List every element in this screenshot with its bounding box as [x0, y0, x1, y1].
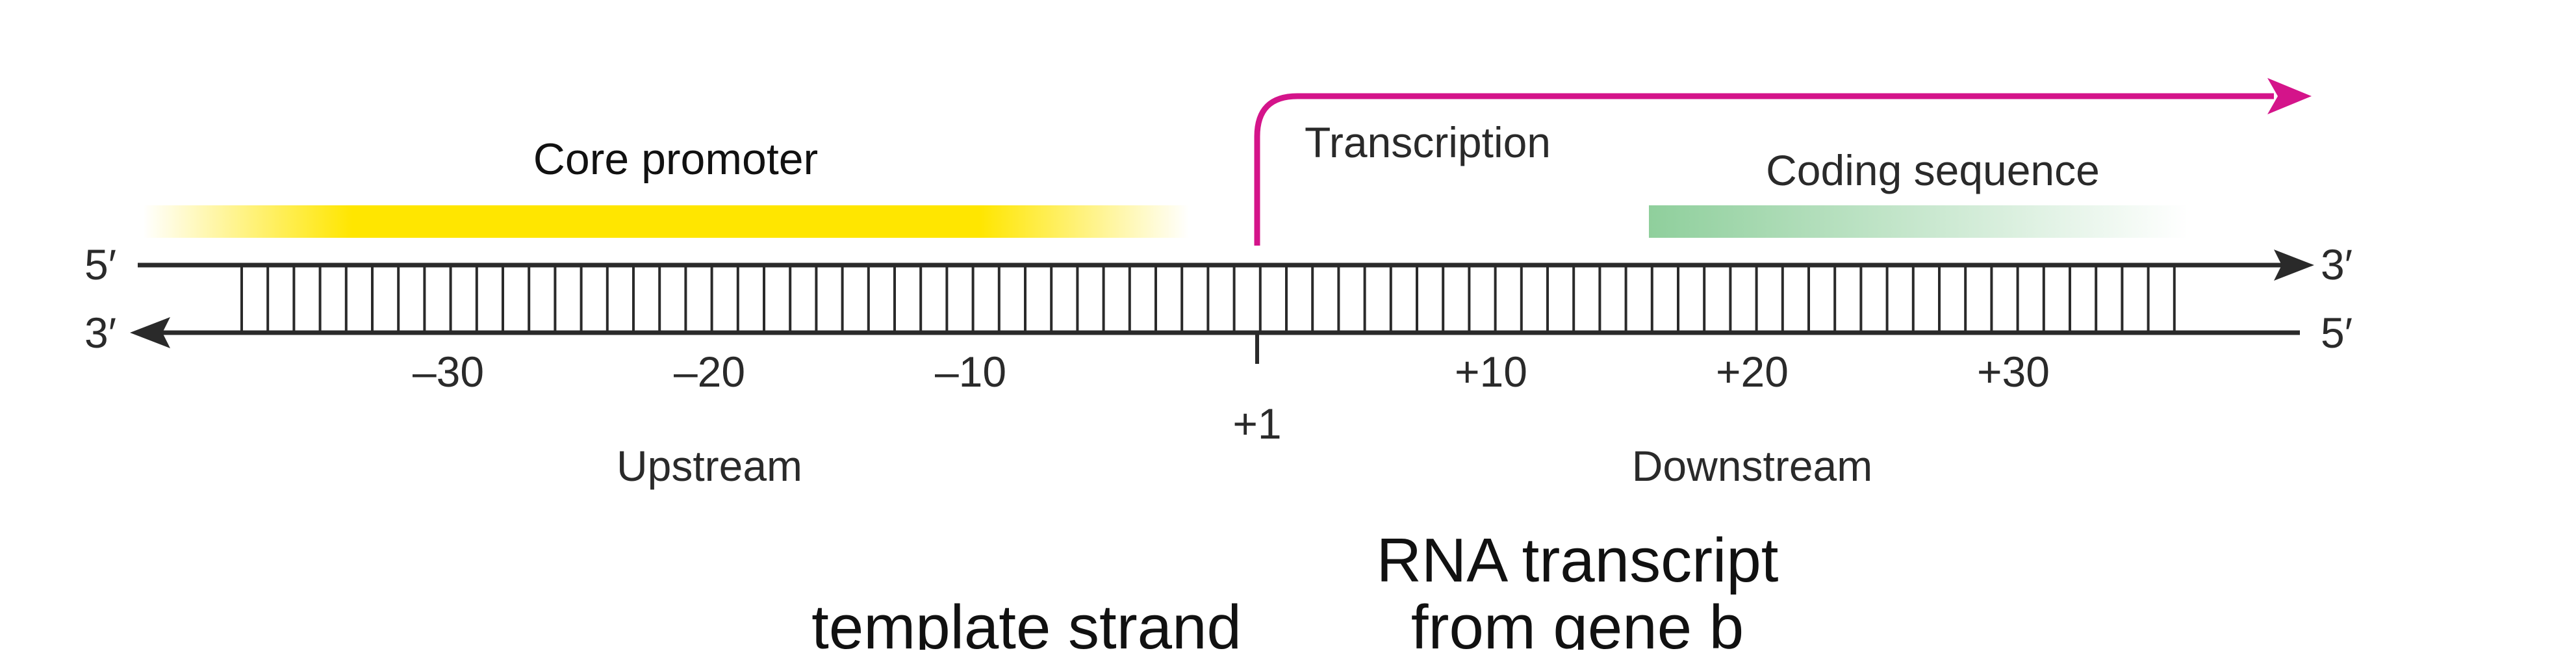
tick-label-minus30: –30 — [413, 348, 484, 396]
core-promoter-bar — [143, 205, 1189, 238]
bottom-left-end-label: 3′ — [84, 309, 116, 357]
tick-label-minus20: –20 — [674, 348, 745, 396]
tick-label-plus20: +20 — [1716, 348, 1789, 396]
tick-label-plus10: +10 — [1455, 348, 1527, 396]
rna-transcript-label-line1: RNA transcript — [1377, 526, 1779, 595]
top-strand-arrowhead — [2274, 250, 2314, 281]
transcription-arrowhead — [2267, 78, 2312, 114]
transcription-arrow — [1254, 93, 2274, 246]
tick-label-minus10: –10 — [935, 348, 1006, 396]
top-right-end-label: 3′ — [2321, 240, 2353, 288]
coding-sequence-bar — [1649, 205, 2188, 238]
start-site-label: +1 — [1232, 400, 1281, 448]
core-promoter-label: Core promoter — [533, 134, 818, 184]
coding-sequence-label: Coding sequence — [1766, 146, 2100, 194]
transcription-label: Transcription — [1305, 118, 1551, 166]
upstream-label: Upstream — [617, 442, 802, 490]
downstream-label: Downstream — [1632, 442, 1872, 490]
rna-transcript-label-line2: from gene b — [1411, 593, 1744, 650]
bottom-right-end-label: 5′ — [2321, 309, 2353, 357]
tick-label-plus30: +30 — [1977, 348, 2050, 396]
bottom-strand-arrowhead — [130, 317, 170, 348]
template-strand-label: template strand — [811, 593, 1242, 650]
base-pair-rungs — [240, 265, 2176, 333]
top-left-end-label: 5′ — [84, 240, 116, 288]
